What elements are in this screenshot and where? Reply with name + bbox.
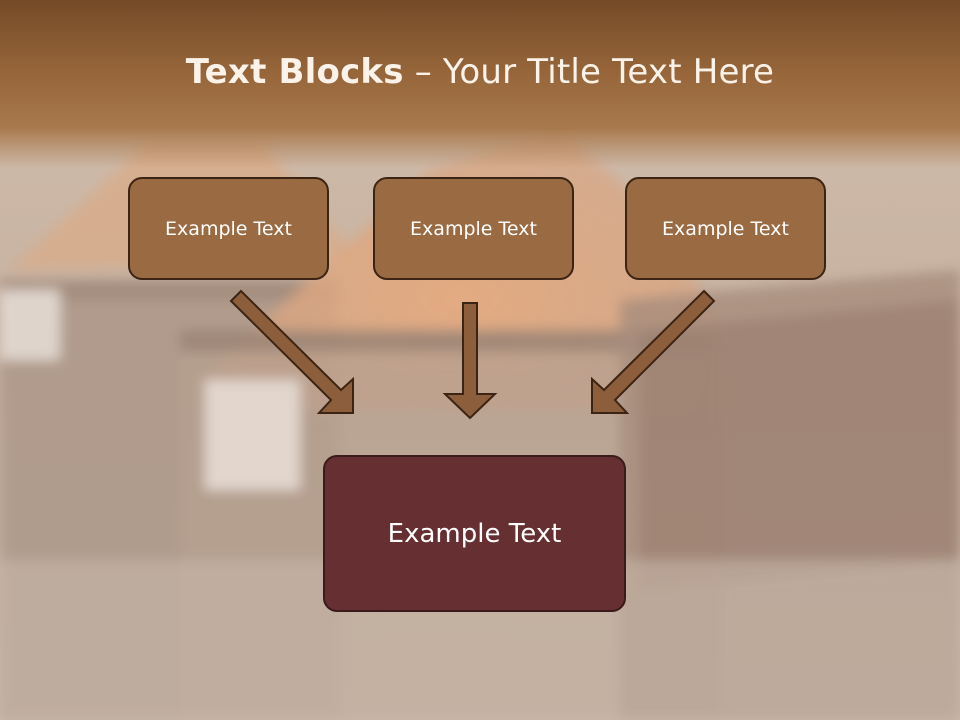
text-block-left[interactable]: Example Text [128, 177, 329, 280]
text-block-left-label: Example Text [165, 217, 292, 240]
title-rest: Your Title Text Here [442, 52, 775, 92]
text-block-right-label: Example Text [662, 217, 789, 240]
text-block-main-label: Example Text [387, 518, 562, 549]
text-block-right[interactable]: Example Text [625, 177, 826, 280]
arrow-center [442, 302, 498, 420]
arrow-left [229, 289, 354, 414]
text-block-center-label: Example Text [410, 217, 537, 240]
arrow-right [591, 289, 716, 414]
slide-title: Text Blocks – Your Title Text Here [0, 52, 960, 92]
title-dash: – [403, 52, 443, 92]
text-block-center[interactable]: Example Text [373, 177, 574, 280]
title-bold: Text Blocks [185, 52, 404, 92]
text-block-main[interactable]: Example Text [323, 455, 626, 612]
